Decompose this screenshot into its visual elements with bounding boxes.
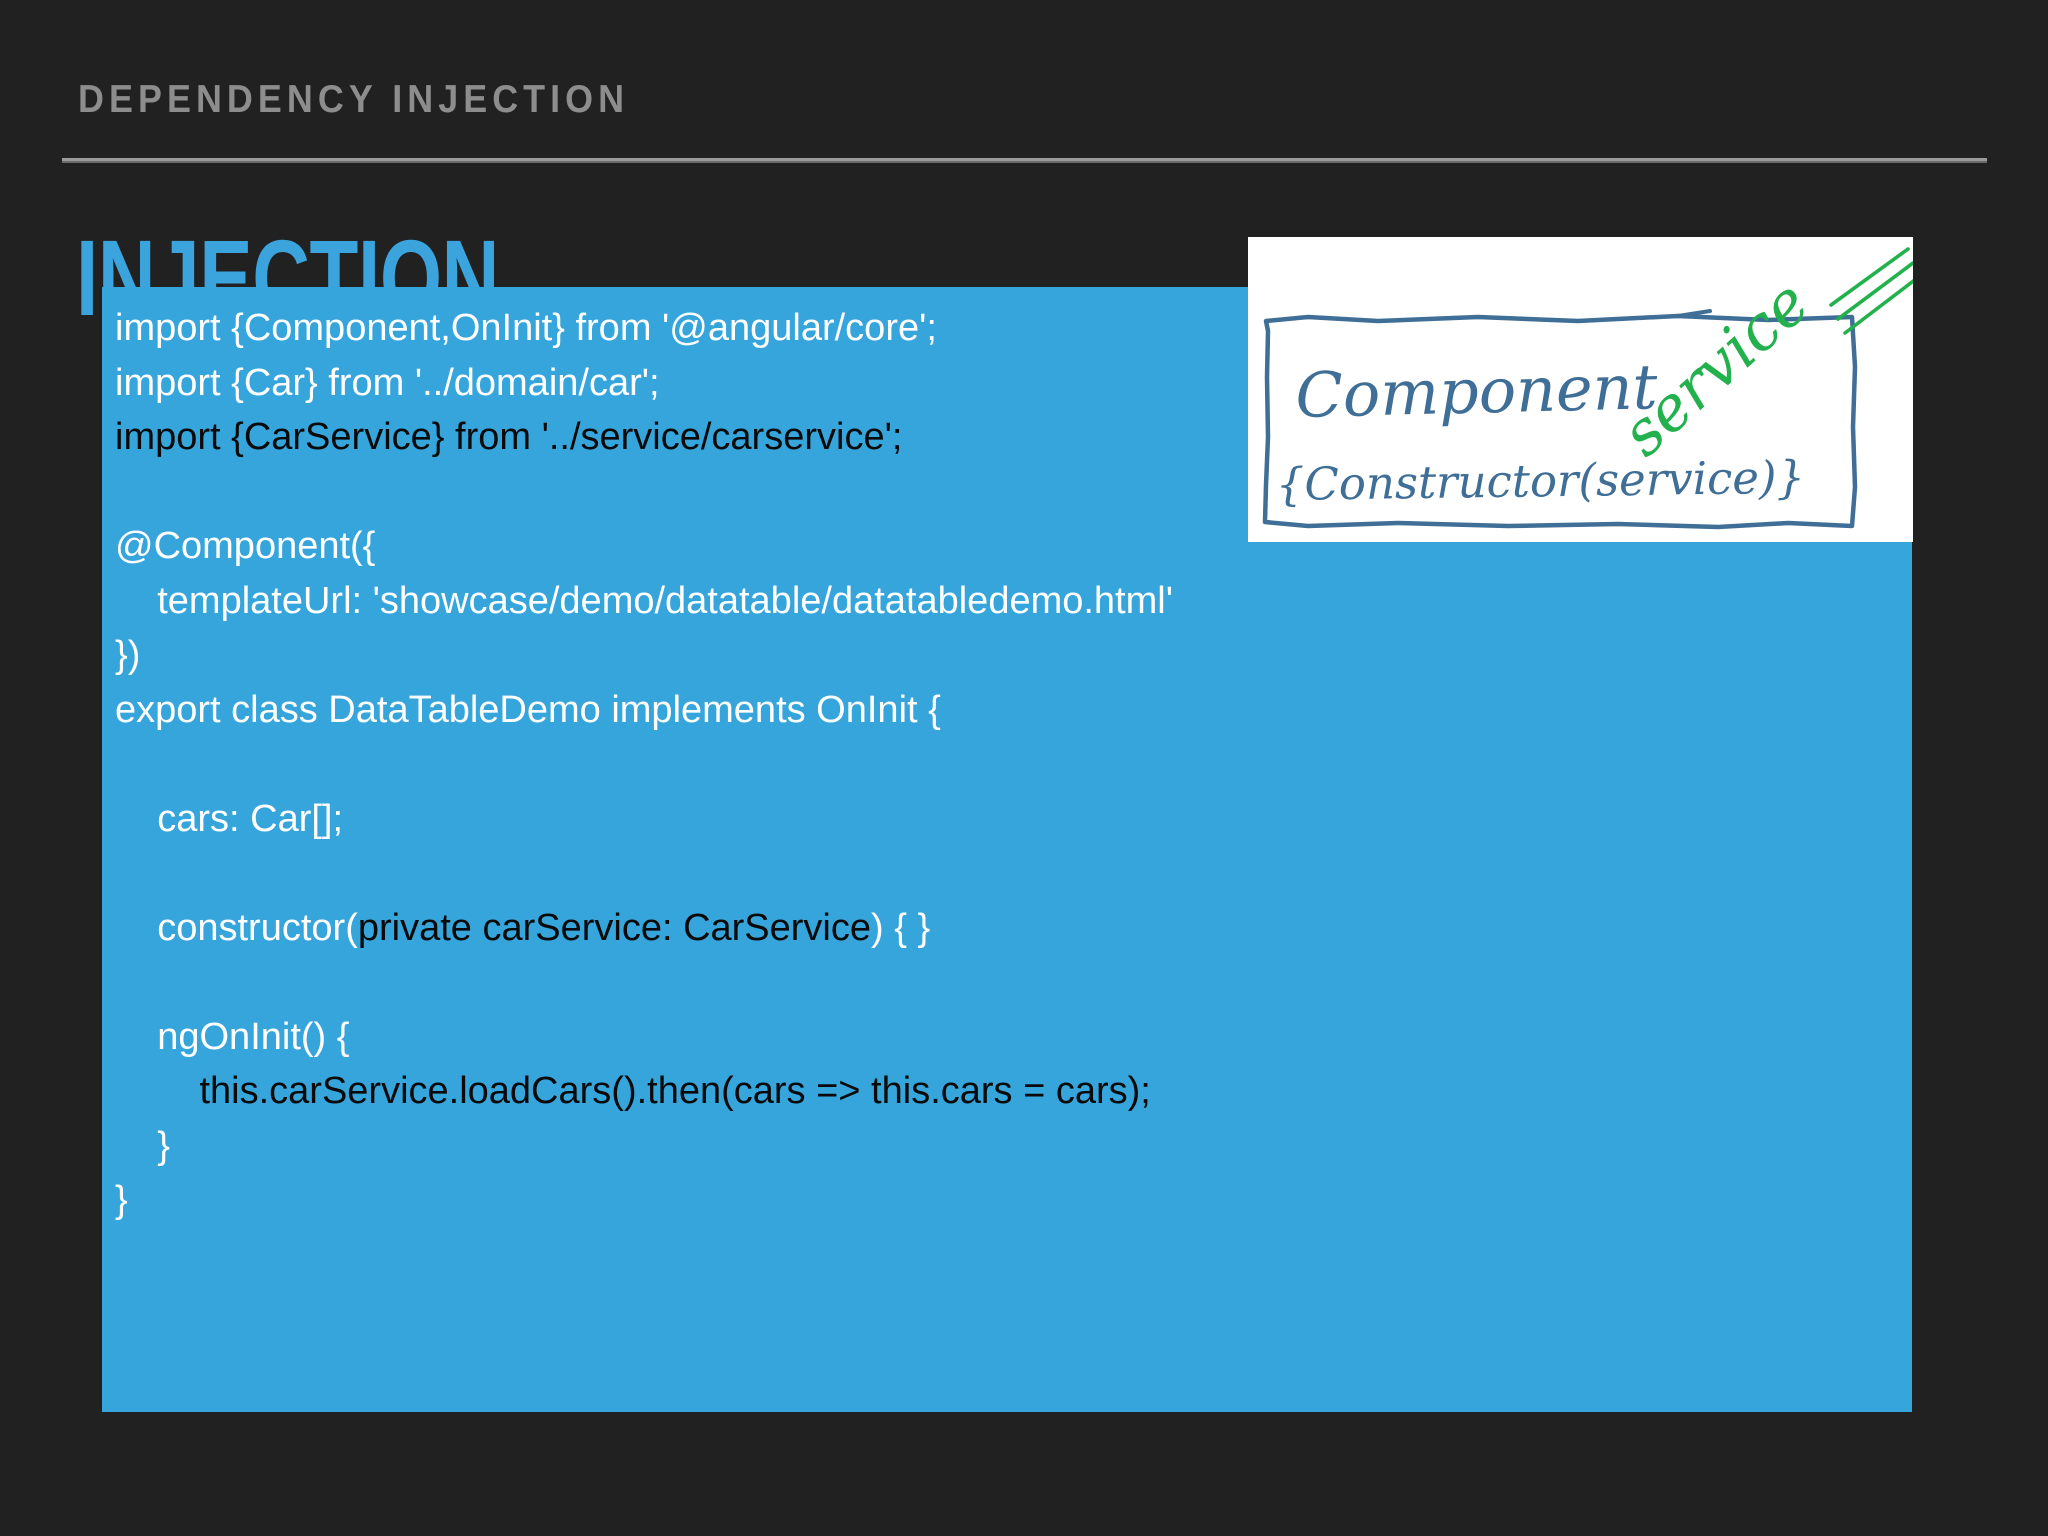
sketch-svg: Component {Constructor(service)} service: [1262, 247, 1913, 530]
code-segment: import {CarService} from '../service/car…: [115, 416, 903, 458]
code-line: }: [115, 1119, 1912, 1174]
code-segment: private carService: CarService: [357, 906, 872, 949]
code-segment: ngOnInit() {: [115, 1015, 350, 1058]
code-line: this.carService.loadCars().then(cars => …: [115, 1064, 1912, 1119]
code-line: import {Component,OnInit} from '@angular…: [115, 301, 1912, 356]
code-segment: cars: Car[];: [115, 797, 344, 840]
code-line: }): [115, 628, 1912, 683]
code-segment: }): [115, 634, 141, 676]
code-line: [115, 955, 1912, 1010]
code-segment: constructor(: [115, 906, 358, 949]
sketch-box-outline: [1262, 313, 1858, 530]
code-line: }: [115, 1173, 1912, 1228]
code-line: @Component({: [115, 519, 1912, 574]
code-line: templateUrl: 'showcase/demo/datatable/da…: [115, 574, 1912, 629]
code-segment: import {Component,OnInit} from '@angular…: [115, 307, 937, 349]
code-segment: templateUrl: 'showcase/demo/datatable/da…: [115, 579, 1173, 622]
code-line: [115, 737, 1912, 792]
code-line: cars: Car[];: [115, 792, 1912, 847]
code-segment: }: [115, 1124, 170, 1167]
header-divider-shadow: [62, 161, 1987, 163]
handwritten-sketch-card: Component {Constructor(service)} service: [1248, 237, 1913, 542]
header-divider: [62, 158, 1987, 161]
code-line: import {CarService} from '../service/car…: [115, 410, 1912, 465]
sketch-component-label: Component: [1295, 350, 1659, 432]
code-segment: import {Car} from '../domain/car';: [115, 361, 660, 404]
code-segment: this.carService.loadCars().then(cars => …: [199, 1070, 1151, 1112]
code-line: constructor(private carService: CarServi…: [115, 901, 1912, 956]
code-line: [115, 846, 1912, 901]
code-line: import {Car} from '../domain/car';: [115, 356, 1912, 411]
code-segment: export class DataTableDemo implements On…: [115, 688, 941, 731]
code-segment: }: [115, 1179, 128, 1221]
code-line: export class DataTableDemo implements On…: [115, 683, 1912, 738]
sketch-arrow-icon: [1829, 247, 1913, 335]
code-segment: [115, 1070, 199, 1112]
sketch-box-top-tick: [1676, 309, 1712, 318]
code-segment: ) { }: [871, 906, 931, 949]
sketch-constructor-label: {Constructor(service)}: [1275, 451, 1805, 511]
code-lines: import {Component,OnInit} from '@angular…: [102, 301, 1912, 1228]
code-segment: @Component({: [115, 525, 376, 567]
code-line: ngOnInit() {: [115, 1010, 1912, 1065]
slide-kicker: DEPENDENCY INJECTION: [78, 78, 630, 121]
